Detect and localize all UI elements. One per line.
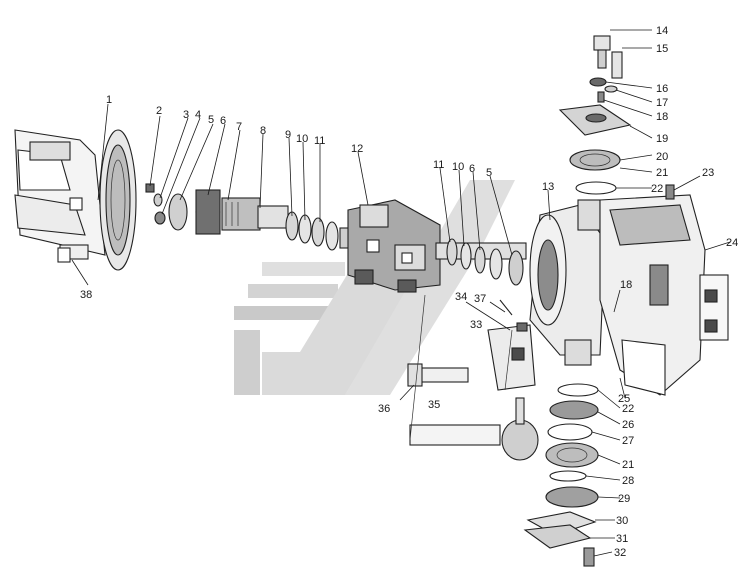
callout-6: 6 — [220, 115, 226, 127]
parts-14-21-upper-kingpin — [558, 35, 675, 200]
callout-16: 16 — [656, 83, 668, 95]
callout-10: 10 — [296, 133, 308, 145]
part-24-hub — [599, 194, 729, 396]
callout-4: 4 — [195, 109, 201, 121]
callout-6-right: 6 — [469, 163, 475, 175]
callout-18-lower: 18 — [620, 279, 632, 291]
assembly-axes — [409, 294, 513, 441]
callout-23: 23 — [702, 167, 714, 179]
leader-lines — [71, 29, 731, 557]
callout-21: 21 — [656, 167, 668, 179]
callout-24: 24 — [726, 237, 738, 249]
callout-2: 2 — [156, 105, 162, 117]
callout-11-right: 11 — [433, 159, 444, 171]
part-5-6-bearing — [168, 189, 221, 235]
callout-35: 35 — [428, 399, 440, 411]
callout-3: 3 — [183, 109, 189, 121]
callout-1: 1 — [106, 94, 112, 106]
callout-33: 33 — [470, 319, 482, 331]
callout-20: 20 — [656, 151, 668, 163]
parts-33-37-tie-rod — [407, 299, 539, 461]
callout-38: 38 — [80, 289, 92, 301]
part-5-6-10-11-rings-right — [435, 238, 527, 286]
callout-13: 13 — [542, 181, 554, 193]
part-12-cv-joint — [339, 199, 441, 293]
callout-26: 26 — [622, 419, 634, 431]
callout-21-lower: 21 — [622, 459, 634, 471]
callout-14: 14 — [656, 25, 668, 37]
callout-5-right: 5 — [486, 167, 492, 179]
callout-8: 8 — [260, 125, 266, 137]
callout-31: 31 — [616, 533, 628, 545]
callout-11: 11 — [314, 135, 325, 147]
callout-37: 37 — [474, 293, 486, 305]
callout-28: 28 — [622, 475, 634, 487]
callout-25: 25 — [618, 393, 630, 405]
callout-5: 5 — [208, 114, 214, 126]
parts-22-32-lower-kingpin — [523, 383, 599, 567]
part-7-8-splined-shaft — [221, 197, 289, 231]
callout-12: 12 — [351, 143, 363, 155]
callout-32: 32 — [614, 547, 626, 559]
callout-7: 7 — [236, 121, 242, 133]
callout-22: 22 — [651, 183, 663, 195]
callout-22-lower: 22 — [622, 403, 634, 415]
callout-34: 34 — [455, 291, 467, 303]
part-38-bolt — [57, 247, 71, 263]
callout-18: 18 — [656, 111, 668, 123]
callout-10-right: 10 — [452, 161, 464, 173]
callout-9: 9 — [285, 129, 291, 141]
part-9-11-rings-left — [285, 211, 339, 251]
part-1-axle-housing — [14, 129, 137, 271]
callout-29: 29 — [618, 493, 630, 505]
callout-19: 19 — [656, 133, 668, 145]
watermark-logo — [234, 180, 515, 395]
callout-17: 17 — [656, 97, 668, 109]
callout-36: 36 — [378, 403, 390, 415]
callout-15: 15 — [656, 43, 668, 55]
part-3-4-washers — [153, 193, 166, 225]
callout-labels: 1 2 3 4 5 6 7 8 9 10 11 12 11 10 6 5 13 … — [80, 25, 738, 559]
callout-27: 27 — [622, 435, 634, 447]
callout-30: 30 — [616, 515, 628, 527]
